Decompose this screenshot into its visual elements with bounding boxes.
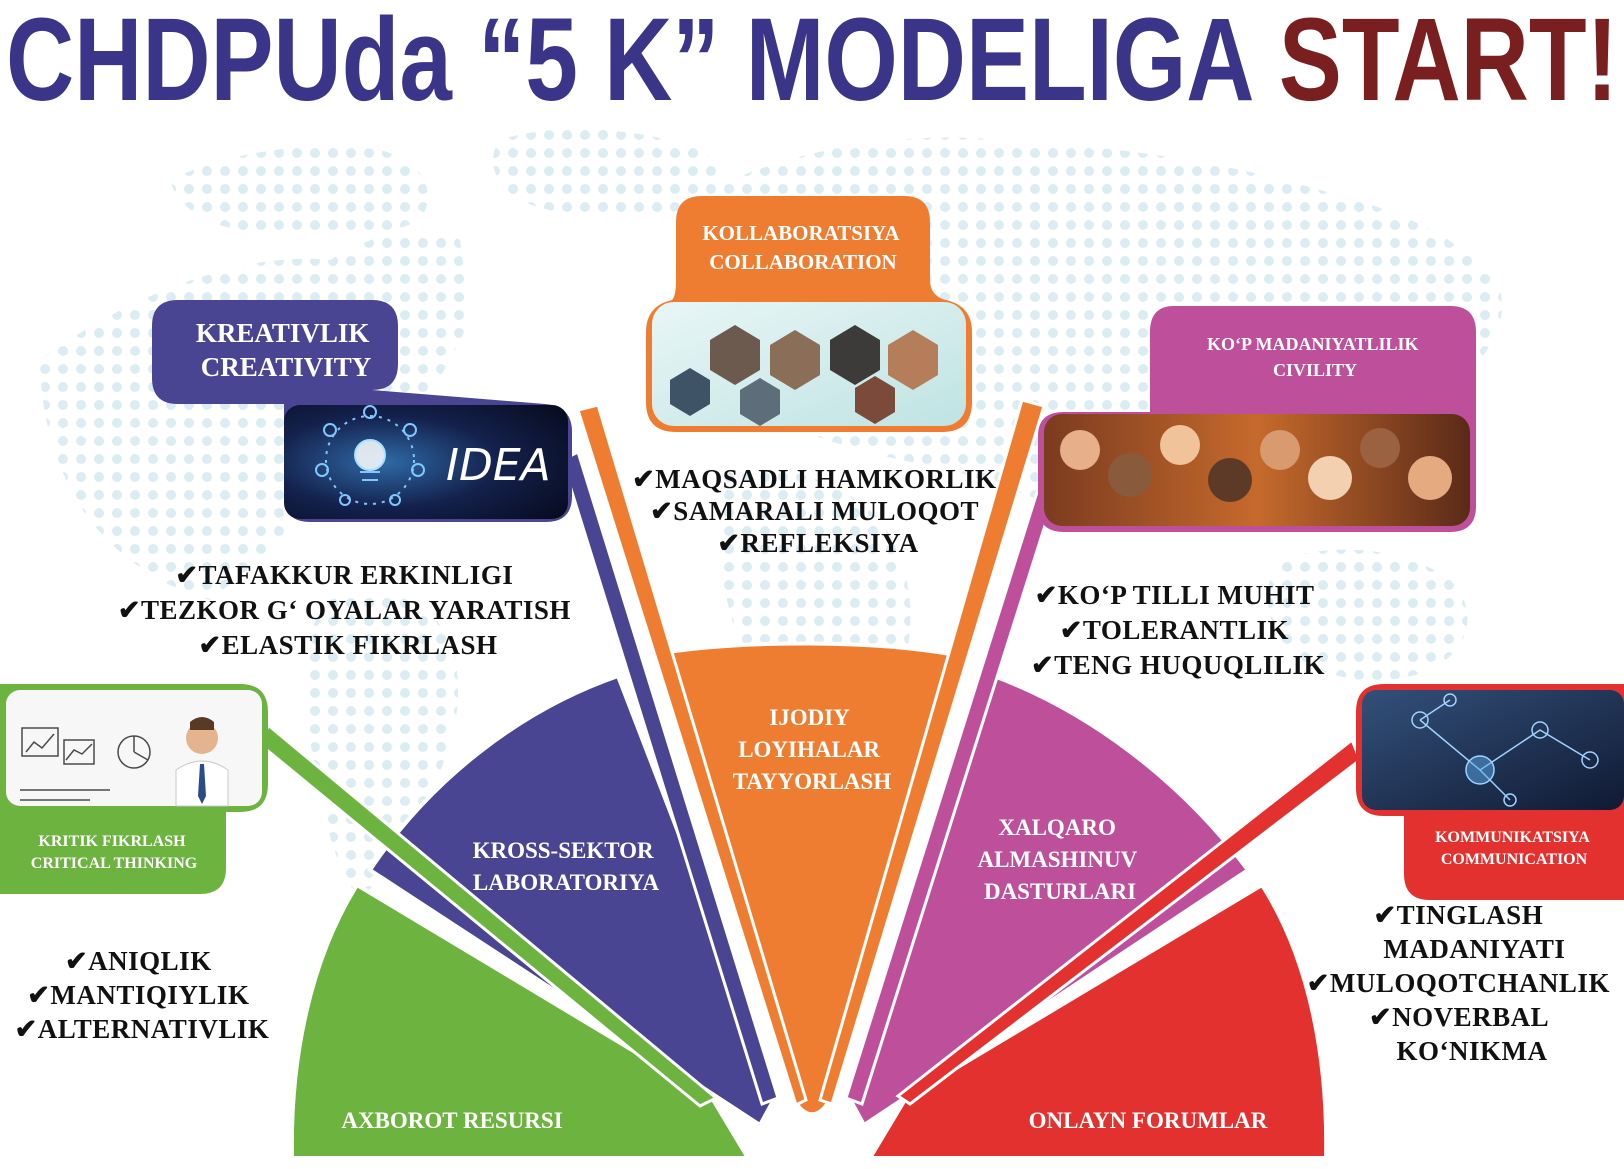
fan-arms xyxy=(260,398,1362,1108)
checklist-civility: ✔KOʻP TILLI MUHIT ✔TOLERANTLIK ✔TENG HUQ… xyxy=(1031,580,1325,680)
segment-green-label: AXBOROT RESURSI xyxy=(341,1108,562,1133)
card-critical: KRITIK FIKRLASH CRITICAL THINKING xyxy=(0,684,268,894)
checklist-communication-item-3: ✔MULOQOTCHANLIK xyxy=(1307,968,1610,998)
card-collaboration-title: KOLLABORATSIYA COLLABORATION xyxy=(702,221,903,274)
segment-red-label: ONLAYN FORUMLAR xyxy=(1029,1108,1268,1133)
card-civility: KOʻP MADANIYATLILIK CIVILITY xyxy=(1038,306,1476,532)
checklist-civility-item-1: ✔KOʻP TILLI MUHIT xyxy=(1035,580,1314,610)
checklist-communication-item-4: ✔NOVERBAL xyxy=(1369,1002,1548,1032)
checklist-critical-item-3: ✔ALTERNATIVLIK xyxy=(15,1014,270,1044)
lightbulb-head-icon xyxy=(315,405,425,506)
card-communication: KOMMUNIKATSIYA COMMUNICATION xyxy=(1356,684,1624,900)
checklist-critical-item-2: ✔MANTIQIYLIK xyxy=(27,980,249,1010)
faces-collage-faces xyxy=(1060,425,1452,502)
checklist-communication-item-5: KOʻNIKMA xyxy=(1397,1036,1548,1066)
checklist-critical: ✔ANIQLIK ✔MANTIQIYLIK ✔ALTERNATIVLIK xyxy=(15,946,270,1044)
title-accent: START! xyxy=(1279,0,1618,126)
segment-purple xyxy=(367,673,781,1128)
arm-purple xyxy=(560,449,780,1106)
checklist-collaboration: ✔MAQSADLI HAMKORLIK ✔SAMARALI MULOQOT ✔R… xyxy=(632,464,1004,558)
segment-orange xyxy=(659,641,958,1117)
checklist-communication-item-2: MADANIYATI xyxy=(1383,934,1565,964)
checklist-civility-item-3: ✔TENG HUQUQLILIK xyxy=(1031,650,1325,680)
businessman-figure xyxy=(175,717,229,807)
segment-orange-label: IJODIY LOYIHALAR TAYYORLASH xyxy=(733,705,892,794)
checklist-collaboration-item-1: ✔MAQSADLI HAMKORLIK xyxy=(632,464,996,494)
teamwork-collage-tiles xyxy=(670,325,938,426)
segment-green xyxy=(289,882,752,1160)
faces-collage-image xyxy=(1044,414,1470,526)
arm-orange-left xyxy=(576,403,808,1108)
card-communication-title: KOMMUNIKATSIYA COMMUNICATION xyxy=(1435,829,1593,868)
title-main: CHDPUda “5 K” MODELIGA xyxy=(6,0,1254,126)
arm-orange-right xyxy=(818,398,1046,1106)
card-creativity: KREATIVLIK CREATIVITY IDEA xyxy=(152,300,572,522)
idea-image xyxy=(284,405,568,519)
checklist-civility-item-2: ✔TOLERANTLIK xyxy=(1060,615,1289,645)
checklist-critical-item-1: ✔ANIQLIK xyxy=(65,946,212,976)
segment-magenta-label: XALQARO ALMASHINUV DASTURLARI xyxy=(977,815,1142,904)
checklist-communication-item-1: ✔TINGLASH xyxy=(1374,900,1544,930)
segment-red xyxy=(866,882,1329,1160)
card-collaboration: KOLLABORATSIYA COLLABORATION xyxy=(646,196,972,432)
checklist-creativity-item-1: ✔TAFAKKUR ERKINLIGI xyxy=(175,560,513,590)
card-civility-title: KOʻP MADANIYATLILIK CIVILITY xyxy=(1207,334,1423,380)
businessman-charts-sketch xyxy=(20,727,151,801)
checklist-creativity-item-2: ✔TEZKOR Gʻ OYALAR YARATISH xyxy=(118,595,571,625)
checklist-collaboration-item-3: ✔REFLEKSIYA xyxy=(717,528,918,558)
network-phone-icon xyxy=(1411,693,1599,807)
card-critical-title: KRITIK FIKRLASH CRITICAL THINKING xyxy=(31,833,198,872)
idea-image-text: IDEA xyxy=(446,440,551,491)
checklist-creativity-item-3: ✔ELASTIK FIKRLASH xyxy=(199,630,498,660)
checklist-collaboration-item-2: ✔SAMARALI MULOQOT xyxy=(650,496,978,526)
checklist-communication: ✔TINGLASH MADANIYATI ✔MULOQOTCHANLIK ✔NO… xyxy=(1307,900,1617,1066)
fan-segments xyxy=(289,641,1329,1160)
poster-title: CHDPUda “5 K” MODELIGA START! xyxy=(6,0,1618,126)
checklist-creativity: ✔TAFAKKUR ERKINLIGI ✔TEZKOR Gʻ OYALAR YA… xyxy=(118,560,578,660)
segment-purple-label: KROSS-SEKTOR LABORATORIYA xyxy=(473,838,660,895)
card-creativity-title: KREATIVLIK CREATIVITY xyxy=(196,318,376,382)
network-phone-image xyxy=(1362,690,1624,810)
segment-magenta xyxy=(843,673,1251,1128)
